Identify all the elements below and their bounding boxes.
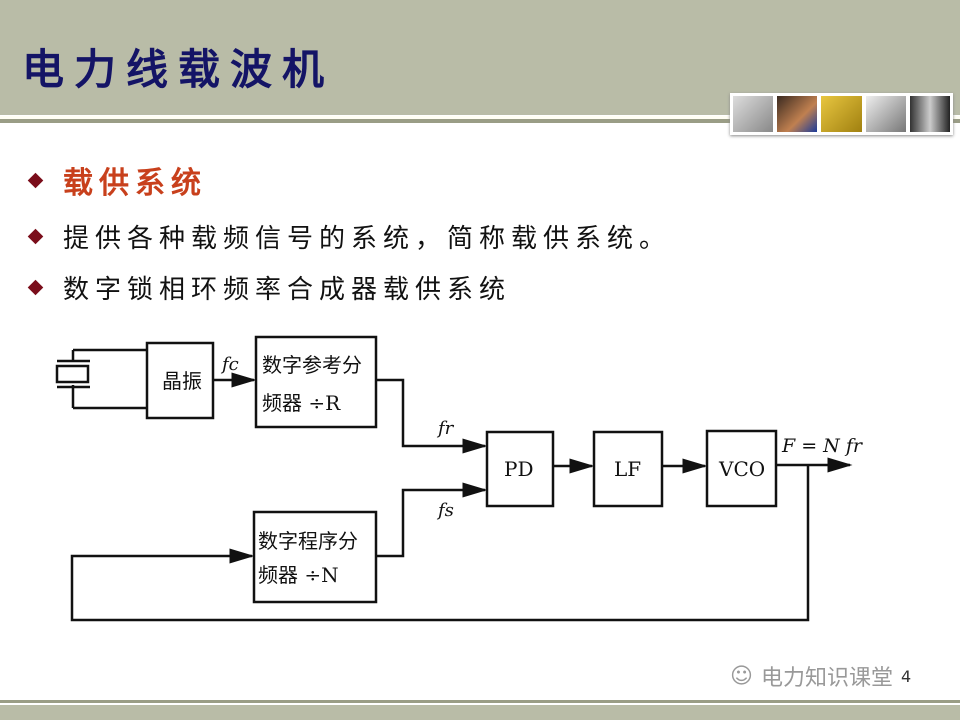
feedback-line bbox=[70, 465, 810, 622]
prog-div-label-1: 数字程序分 bbox=[258, 529, 358, 553]
photo-clock bbox=[733, 96, 774, 132]
footer-band bbox=[0, 705, 960, 720]
fs-label: fs bbox=[436, 500, 454, 521]
bullet-text: 载供系统 bbox=[63, 166, 207, 201]
bullet-text: 数字锁相环频率合成器载供系统 bbox=[63, 275, 512, 305]
bullet-1: 载供系统 bbox=[27, 158, 207, 202]
page-number: 4 bbox=[900, 666, 912, 686]
crystal-osc-label: 晶振 bbox=[162, 369, 202, 393]
ref-div-label-2: 频器 ÷R bbox=[262, 391, 341, 415]
watermark: ☺ 电力知识课堂 4 bbox=[730, 660, 911, 692]
output-label: F = N fr bbox=[781, 435, 864, 457]
pd-label: PD bbox=[504, 457, 534, 481]
fc-label: fc bbox=[220, 354, 239, 375]
fr-label: fr bbox=[436, 418, 455, 439]
vco-box bbox=[705, 429, 778, 508]
ref-divider-box bbox=[254, 335, 378, 429]
lf-label: LF bbox=[614, 457, 641, 481]
photo-grid bbox=[865, 96, 906, 132]
prog-divider-box bbox=[252, 510, 378, 604]
header-photo-strip bbox=[730, 93, 953, 135]
crystal-leads bbox=[71, 348, 147, 410]
photo-yellow-clock bbox=[821, 96, 862, 132]
fs-line bbox=[376, 482, 488, 558]
crystal-icon bbox=[55, 364, 90, 384]
photo-person bbox=[777, 96, 818, 132]
fr-line bbox=[376, 378, 488, 454]
bullet-3: 数字锁相环频率合成器载供系统 bbox=[27, 269, 512, 306]
ref-div-label-1: 数字参考分 bbox=[262, 353, 362, 377]
bullet-2: 提供各种载频信号的系统，简称载供系统。 bbox=[27, 218, 672, 255]
lf-box bbox=[592, 430, 664, 508]
slide-title: 电力线载波机 bbox=[22, 45, 335, 94]
watermark-text: 电力知识课堂 bbox=[760, 666, 893, 691]
photo-business bbox=[909, 96, 951, 132]
header-rule-dark bbox=[0, 119, 960, 123]
pd-box bbox=[485, 430, 555, 508]
footer-rule bbox=[0, 700, 960, 703]
bullet-text: 提供各种载频信号的系统，简称载供系统。 bbox=[63, 224, 672, 254]
prog-div-label-2: 频器 ÷N bbox=[258, 563, 339, 587]
vco-label: VCO bbox=[718, 457, 765, 481]
wechat-icon: ☺ bbox=[730, 663, 753, 689]
header-rule bbox=[0, 116, 960, 119]
